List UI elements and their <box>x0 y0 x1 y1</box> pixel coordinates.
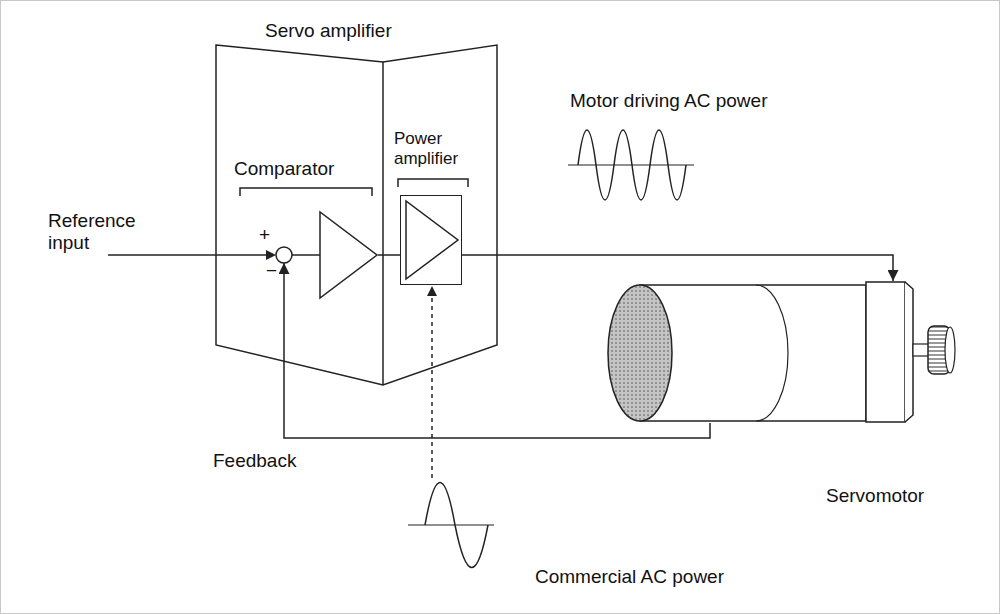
servomotor-label: Servomotor <box>826 485 956 507</box>
housing-title: Servo amplifier <box>265 20 465 42</box>
comparator-label: Comparator <box>234 158 384 180</box>
polarity-sign: + <box>259 224 279 246</box>
bracket <box>398 179 468 187</box>
motor-ac-waveform <box>578 130 686 200</box>
reference-arrowhead <box>266 250 276 260</box>
waveform-label: Motor driving AC power <box>570 90 890 112</box>
power-amplifier-box: Power amplifier <box>400 195 462 285</box>
commercial-ac-waveform <box>425 483 488 568</box>
motor-shaft <box>913 344 929 356</box>
summing-junction <box>276 247 292 263</box>
motor-body <box>640 285 866 421</box>
reference-input-line <box>108 254 268 256</box>
signal-label: Reference input <box>48 210 173 254</box>
knob-face <box>945 327 955 373</box>
servo-amplifier-housing: Servo amplifierComparatorPower amplifier <box>213 12 499 390</box>
motor-seam <box>756 285 788 421</box>
power-supply-arrowhead <box>427 286 437 296</box>
amplifier-triangle <box>406 201 458 279</box>
node-illustration <box>606 281 962 423</box>
waveform-axis <box>568 164 694 165</box>
motor-end-face <box>608 285 672 421</box>
node-illustration <box>276 247 378 263</box>
amplifier-triangle <box>320 212 377 298</box>
motor-flange <box>866 282 905 422</box>
flange-side <box>905 282 913 422</box>
power-amplifier-label: Power amplifier <box>394 129 494 169</box>
wire <box>292 254 320 256</box>
waveform-axis <box>408 524 494 525</box>
housing-edge <box>382 62 384 385</box>
power-supply-line <box>431 296 433 478</box>
signal-label: Feedback <box>213 450 353 472</box>
signal-connector <box>462 255 893 281</box>
waveform-label: Commercial AC power <box>535 566 795 588</box>
signal-connector <box>378 254 400 256</box>
polarity-sign: − <box>266 260 286 282</box>
bracket <box>240 188 372 196</box>
node-illustration <box>401 196 463 286</box>
housing-outline <box>216 45 497 385</box>
servomotor: Servomotor <box>606 281 962 423</box>
comparator: Comparator <box>276 247 378 263</box>
